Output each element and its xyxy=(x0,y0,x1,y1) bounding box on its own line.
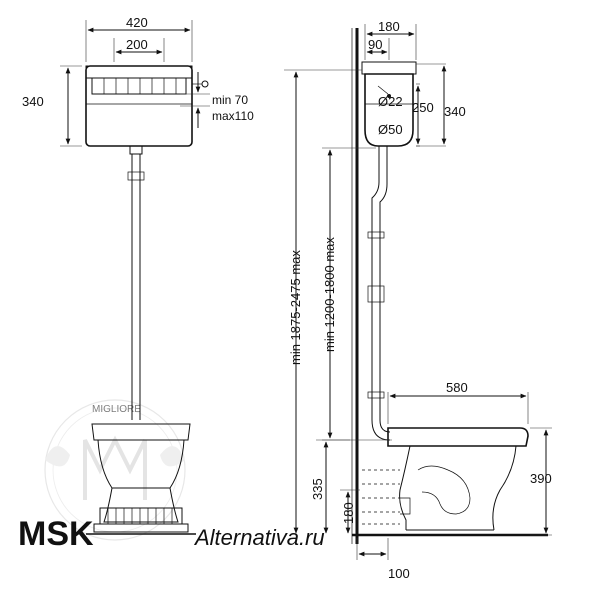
dim-label-335: 335 xyxy=(310,478,325,500)
dim-label-180-bottom: 180 xyxy=(341,502,356,524)
dim-label-100: 100 xyxy=(388,566,410,581)
label-diameter-22: Ø22 xyxy=(378,94,403,109)
dim-pipe-height: min 1200-1800 max xyxy=(322,147,392,441)
dim-tank-inlet-height: 250 xyxy=(412,83,434,147)
dim-label-340-side: 340 xyxy=(444,104,466,119)
front-flush-pipe xyxy=(127,145,145,420)
dim-outlet-axis: 180 xyxy=(340,489,360,534)
watermark: MIGLIORE MSK Alternativa.ru xyxy=(18,399,325,553)
dim-label-min70: min 70 xyxy=(212,93,248,107)
watermark-brand-right: Alternativa.ru xyxy=(193,525,325,550)
dim-outlet-height-side: 335 xyxy=(310,439,350,534)
dim-label-250: 250 xyxy=(412,100,434,115)
dim-tank-height-side: 340 xyxy=(416,63,466,147)
dim-bowl-height: 390 xyxy=(530,427,552,536)
dim-outlet-offset: 100 xyxy=(356,538,410,581)
dim-label-overall-height: min 1875-2475 max xyxy=(288,250,303,365)
dim-label-390: 390 xyxy=(530,471,552,486)
dim-tank-depth: 180 xyxy=(364,19,417,60)
watermark-brand-left: MSK xyxy=(18,515,94,553)
front-view: 420 200 340 min 70 max110 xyxy=(22,15,254,535)
front-cistern xyxy=(85,65,193,147)
dim-label-200: 200 xyxy=(126,37,148,52)
label-diameter-50: Ø50 xyxy=(378,122,403,137)
side-toilet-bowl xyxy=(387,427,529,531)
dim-label-580: 580 xyxy=(446,380,468,395)
flush-outlet-marker xyxy=(192,80,209,88)
dim-tank-width: 420 xyxy=(85,15,193,62)
dim-label-180-top: 180 xyxy=(378,19,400,34)
side-outlet-hatch xyxy=(362,469,400,525)
side-view: 180 90 Ø22 Ø50 250 340 min xyxy=(284,19,552,581)
dim-outlet-height: min 70 max110 xyxy=(180,72,254,128)
side-wall xyxy=(351,28,359,544)
dim-label-340-front: 340 xyxy=(22,94,44,109)
dim-tank-offset: 90 xyxy=(366,37,390,60)
dim-tank-inner-width: 200 xyxy=(113,37,165,62)
front-toilet-bowl xyxy=(91,423,191,533)
dim-overall-height: min 1875-2475 max xyxy=(284,69,362,534)
side-cistern xyxy=(361,61,417,147)
dim-label-90: 90 xyxy=(368,37,382,52)
dim-label-pipe-height: min 1200-1800 max xyxy=(322,237,337,352)
watermark-seal-text: MIGLIORE xyxy=(92,404,141,415)
dim-label-420: 420 xyxy=(126,15,148,30)
side-flush-pipe xyxy=(367,146,391,441)
dim-tank-height-front: 340 xyxy=(22,65,82,147)
dim-bowl-length: 580 xyxy=(387,380,529,424)
dim-label-max110: max110 xyxy=(212,109,254,123)
